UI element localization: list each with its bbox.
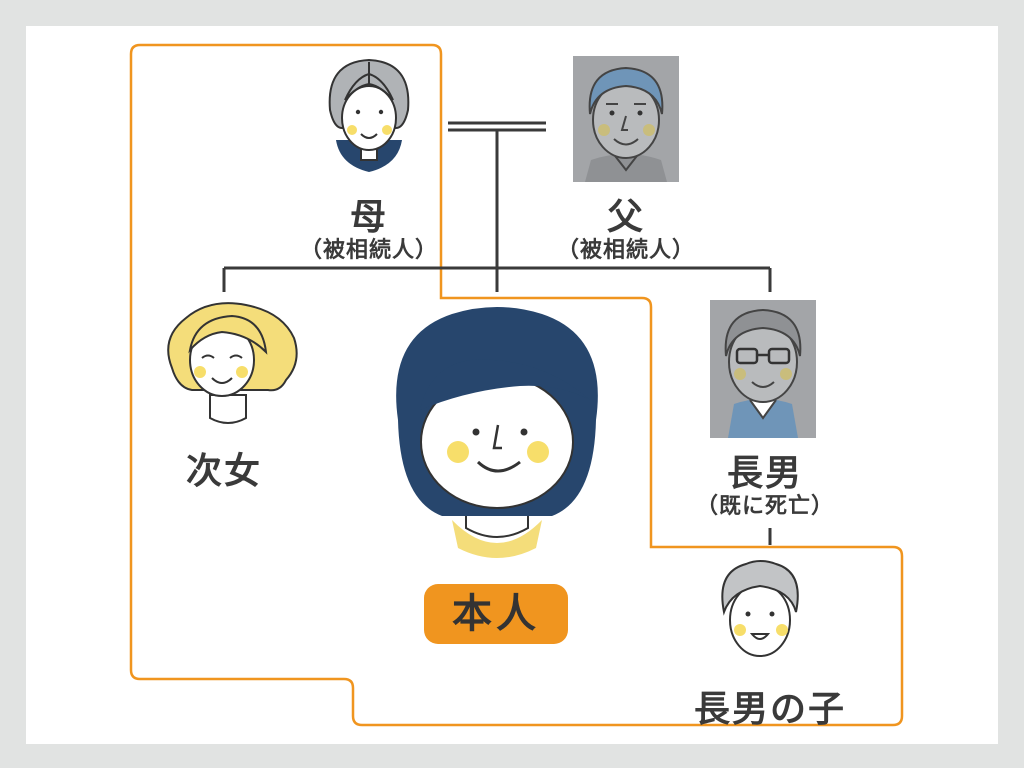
father-avatar [573, 56, 679, 182]
father-name-label: 父 [606, 197, 646, 238]
family-lines [222, 121, 772, 545]
second-daughter-name-label: 次女 [185, 451, 263, 492]
self-name-label: 本人 [452, 591, 540, 637]
father-note-label: （被相続人） [556, 238, 696, 263]
mother-name-label: 母 [349, 197, 389, 238]
mother-avatar [328, 58, 410, 172]
eldest-son-note-label: （既に死亡） [695, 494, 835, 519]
second-daughter-avatar [167, 302, 298, 424]
eldest-son-child-avatar [721, 560, 799, 657]
eldest-son-name-label: 長男 [726, 453, 804, 494]
eldest-son-avatar [710, 300, 816, 438]
mother-note-label: （被相続人） [299, 238, 439, 263]
heirs-boundary [129, 43, 904, 727]
self-avatar [396, 307, 598, 558]
eldest-son-child-name-label: 長男の子 [693, 689, 847, 730]
self-badge [424, 584, 568, 644]
